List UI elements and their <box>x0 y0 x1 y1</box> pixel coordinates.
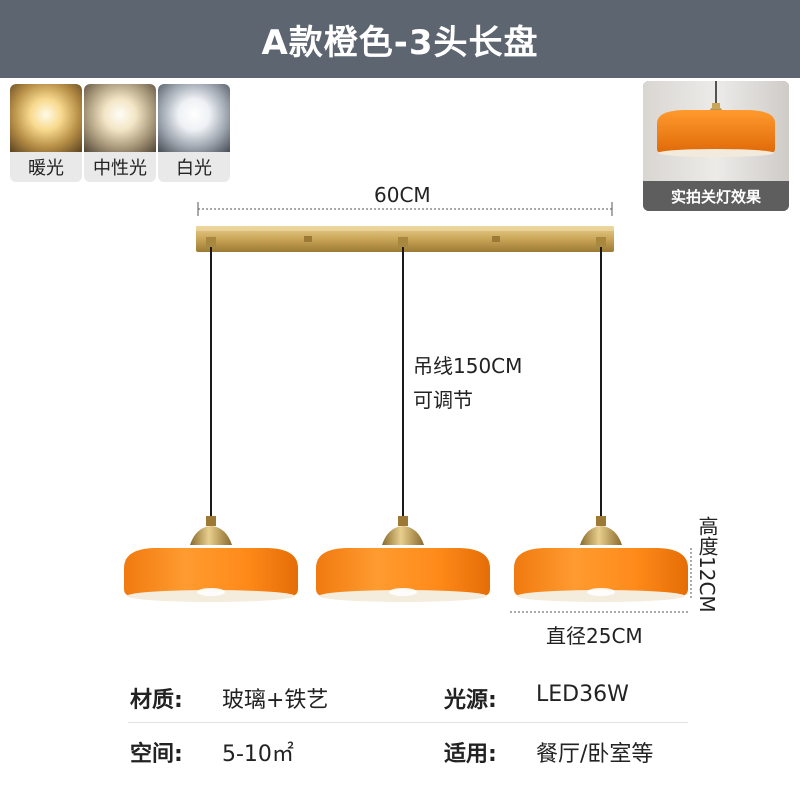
white-light-swatch[interactable]: 白光 <box>158 84 230 182</box>
material-label: 材质: <box>130 688 183 713</box>
warm-light-swatch[interactable]: 暖光 <box>10 84 82 182</box>
height-dimension-label: 高度12CM <box>695 516 719 613</box>
space-value: 5-10㎡ <box>222 742 294 767</box>
ceiling-canopy-bar <box>196 226 614 252</box>
spec-divider <box>128 722 688 723</box>
page-title: A款橙色-3头长盘 <box>261 22 539 63</box>
hanging-cables <box>210 247 602 520</box>
cable-length-label: 吊线150CM <box>413 354 523 378</box>
warm-light-label: 暖光 <box>28 158 64 179</box>
usage-label: 适用: <box>444 742 497 767</box>
white-light-glow <box>158 84 230 152</box>
warm-light-glow <box>10 84 82 152</box>
width-dimension-label: 60CM <box>374 183 431 207</box>
neutral-light-label: 中性光 <box>93 158 147 179</box>
lamp-off-caption: 实拍关灯效果 <box>643 181 789 211</box>
space-label: 空间: <box>130 742 183 767</box>
pendant-shade-right <box>514 516 688 602</box>
neutral-light-swatch[interactable]: 中性光 <box>84 84 156 182</box>
diameter-dimension-label: 直径25CM <box>546 624 643 648</box>
lamp-off-photo-card[interactable]: 实拍关灯效果 <box>643 81 789 211</box>
neutral-light-glow <box>84 84 156 152</box>
pendant-shade-middle <box>316 516 490 602</box>
usage-value: 餐厅/卧室等 <box>536 742 654 767</box>
cable-adjustable-label: 可调节 <box>413 388 473 412</box>
light-source-value: LED36W <box>536 682 629 707</box>
page-title-bar: A款橙色-3头长盘 <box>0 0 800 78</box>
lamp-off-photo <box>643 81 789 181</box>
material-value: 玻璃+铁艺 <box>222 688 329 713</box>
white-light-label: 白光 <box>176 158 212 179</box>
light-source-label: 光源: <box>444 688 497 713</box>
pendant-shade-left <box>124 516 298 602</box>
width-dimension-line <box>197 202 613 216</box>
